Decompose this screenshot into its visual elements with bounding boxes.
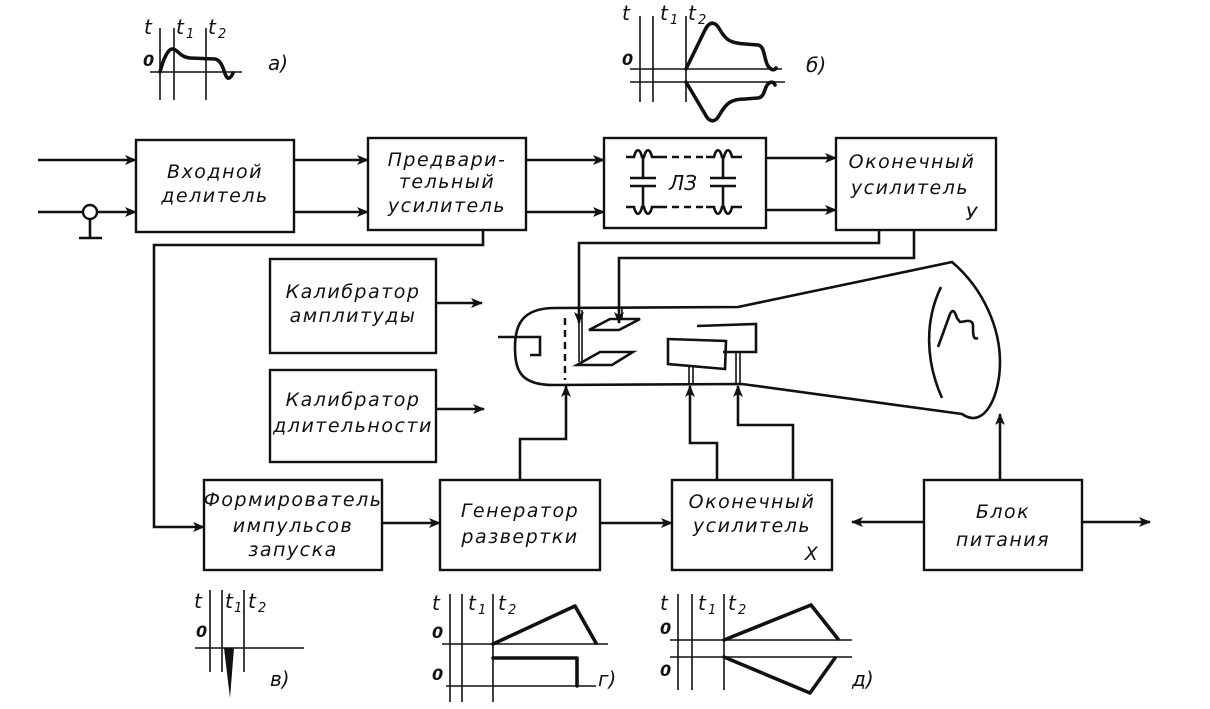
amp-x-label-1: Оконечный xyxy=(689,491,816,513)
input-divider-label-2: делитель xyxy=(160,185,268,207)
crt-screen xyxy=(927,286,944,399)
preamp-label-1: Предвари- xyxy=(388,149,507,171)
label-t: t xyxy=(660,591,669,615)
svg-text:2: 2 xyxy=(218,27,226,42)
block-trigger-shaper xyxy=(202,478,384,572)
delayed-signal-lower xyxy=(684,80,777,123)
amp-x-label-2: усилитель xyxy=(692,515,811,537)
amp-y-label-2: усилитель xyxy=(850,177,969,199)
ground-symbol xyxy=(79,203,102,240)
power-label-1: Блок xyxy=(976,501,1030,523)
sweep-to-grid-line xyxy=(518,385,571,481)
svg-text:1: 1 xyxy=(670,13,678,28)
svg-text:2: 2 xyxy=(258,601,266,616)
block-sweep-generator xyxy=(438,478,602,572)
label-zero: 0 xyxy=(622,50,633,69)
waveform-g: t t 1 t 2 0 0 г) xyxy=(432,591,616,702)
block-time-calibrator xyxy=(268,368,438,464)
sawtooth-voltage xyxy=(491,604,598,646)
preamp-label-2: тельный xyxy=(399,171,495,193)
y-deflection-line-1 xyxy=(574,230,881,324)
svg-text:1: 1 xyxy=(708,603,716,618)
label-t2: t xyxy=(248,589,257,613)
crt-tube xyxy=(498,260,1002,420)
label-t: t xyxy=(194,589,203,613)
svg-text:2: 2 xyxy=(738,603,746,618)
x-deflection-line-2 xyxy=(733,385,795,481)
tag-v: в) xyxy=(270,667,290,691)
waveform-v: t t 1 t 2 0 в) xyxy=(194,589,304,698)
svg-text:2: 2 xyxy=(698,13,706,28)
gate-pulse xyxy=(491,656,579,688)
tag-a: а) xyxy=(268,51,288,75)
block-input-divider xyxy=(134,138,296,234)
sweep-gen-label-1: Генератор xyxy=(461,500,579,522)
input-divider-label-1: Входной xyxy=(167,161,263,183)
label-t2: t xyxy=(498,591,507,615)
waveform-a: t t 1 t 2 0 а) xyxy=(143,15,288,100)
svg-text:1: 1 xyxy=(186,27,194,42)
label-t1: t xyxy=(225,589,234,613)
amp-y-label-3: У xyxy=(965,203,978,225)
preamp-label-3: усилитель xyxy=(387,195,506,217)
svg-text:2: 2 xyxy=(508,603,516,618)
y-deflection-plate-top xyxy=(588,317,641,332)
amp-y-label-1: Оконечный xyxy=(849,151,976,173)
trigger-feed-line xyxy=(152,230,485,532)
trigger-pulse xyxy=(224,648,234,698)
label-t2: t xyxy=(208,15,217,39)
trigger-shaper-label-3: запуска xyxy=(248,539,337,561)
block-output-amp-x xyxy=(670,478,834,572)
time-calibrator-label-1: Калибратор xyxy=(286,389,421,411)
deflection-voltage-upper xyxy=(722,603,840,642)
amp-x-label-3: Х xyxy=(804,543,820,565)
label-t: t xyxy=(432,591,441,615)
label-zero-upper: 0 xyxy=(432,623,443,642)
waveform-d: t t 1 t 2 0 0 д) xyxy=(660,591,874,695)
label-t1: t xyxy=(468,591,477,615)
trigger-shaper-label-2: импульсов xyxy=(233,515,353,537)
label-zero: 0 xyxy=(196,622,207,641)
screen-trace xyxy=(936,309,979,348)
tag-g: г) xyxy=(598,667,616,691)
waveform-b: t t 1 t 2 0 б) xyxy=(622,1,826,123)
label-t1: t xyxy=(660,1,669,25)
label-t: t xyxy=(622,1,631,25)
tag-d: д) xyxy=(851,667,874,691)
block-delay-line: ЛЗ xyxy=(602,136,768,230)
x-deflection-plate-front xyxy=(666,337,728,371)
sweep-gen-label-2: развертки xyxy=(460,526,578,548)
label-t: t xyxy=(144,15,153,39)
delay-line-label: ЛЗ xyxy=(668,171,697,195)
label-zero: 0 xyxy=(143,51,154,70)
block-preamplifier xyxy=(366,136,528,232)
cathode-icon xyxy=(498,335,542,357)
label-t2: t xyxy=(688,1,697,25)
block-amp-calibrator xyxy=(268,257,438,355)
svg-text:1: 1 xyxy=(478,603,486,618)
y-deflection-line-2 xyxy=(614,230,916,324)
label-zero-lower: 0 xyxy=(432,665,443,684)
trigger-shaper-label-1: Формирователь xyxy=(204,489,383,511)
label-t1: t xyxy=(698,591,707,615)
label-zero-lower: 0 xyxy=(660,661,671,680)
block-output-amp-y xyxy=(834,136,998,232)
amp-calibrator-label-2: амплитуды xyxy=(290,305,417,327)
deflection-voltage-lower xyxy=(722,655,837,695)
input-signal-curve xyxy=(158,47,235,80)
block-power-supply xyxy=(922,478,1084,572)
x-deflection-line-1 xyxy=(685,385,719,481)
label-t1: t xyxy=(176,15,185,39)
crt-envelope xyxy=(513,260,1002,420)
amp-calibrator-label-1: Калибратор xyxy=(286,281,421,303)
y-deflection-plate-bottom xyxy=(572,350,638,367)
delayed-signal-upper xyxy=(684,21,778,72)
tag-b: б) xyxy=(806,53,826,77)
power-label-2: питания xyxy=(956,529,1050,551)
label-t2: t xyxy=(728,591,737,615)
svg-text:1: 1 xyxy=(234,601,242,616)
time-calibrator-label-2: длительности xyxy=(272,415,433,437)
label-zero-upper: 0 xyxy=(660,619,671,638)
